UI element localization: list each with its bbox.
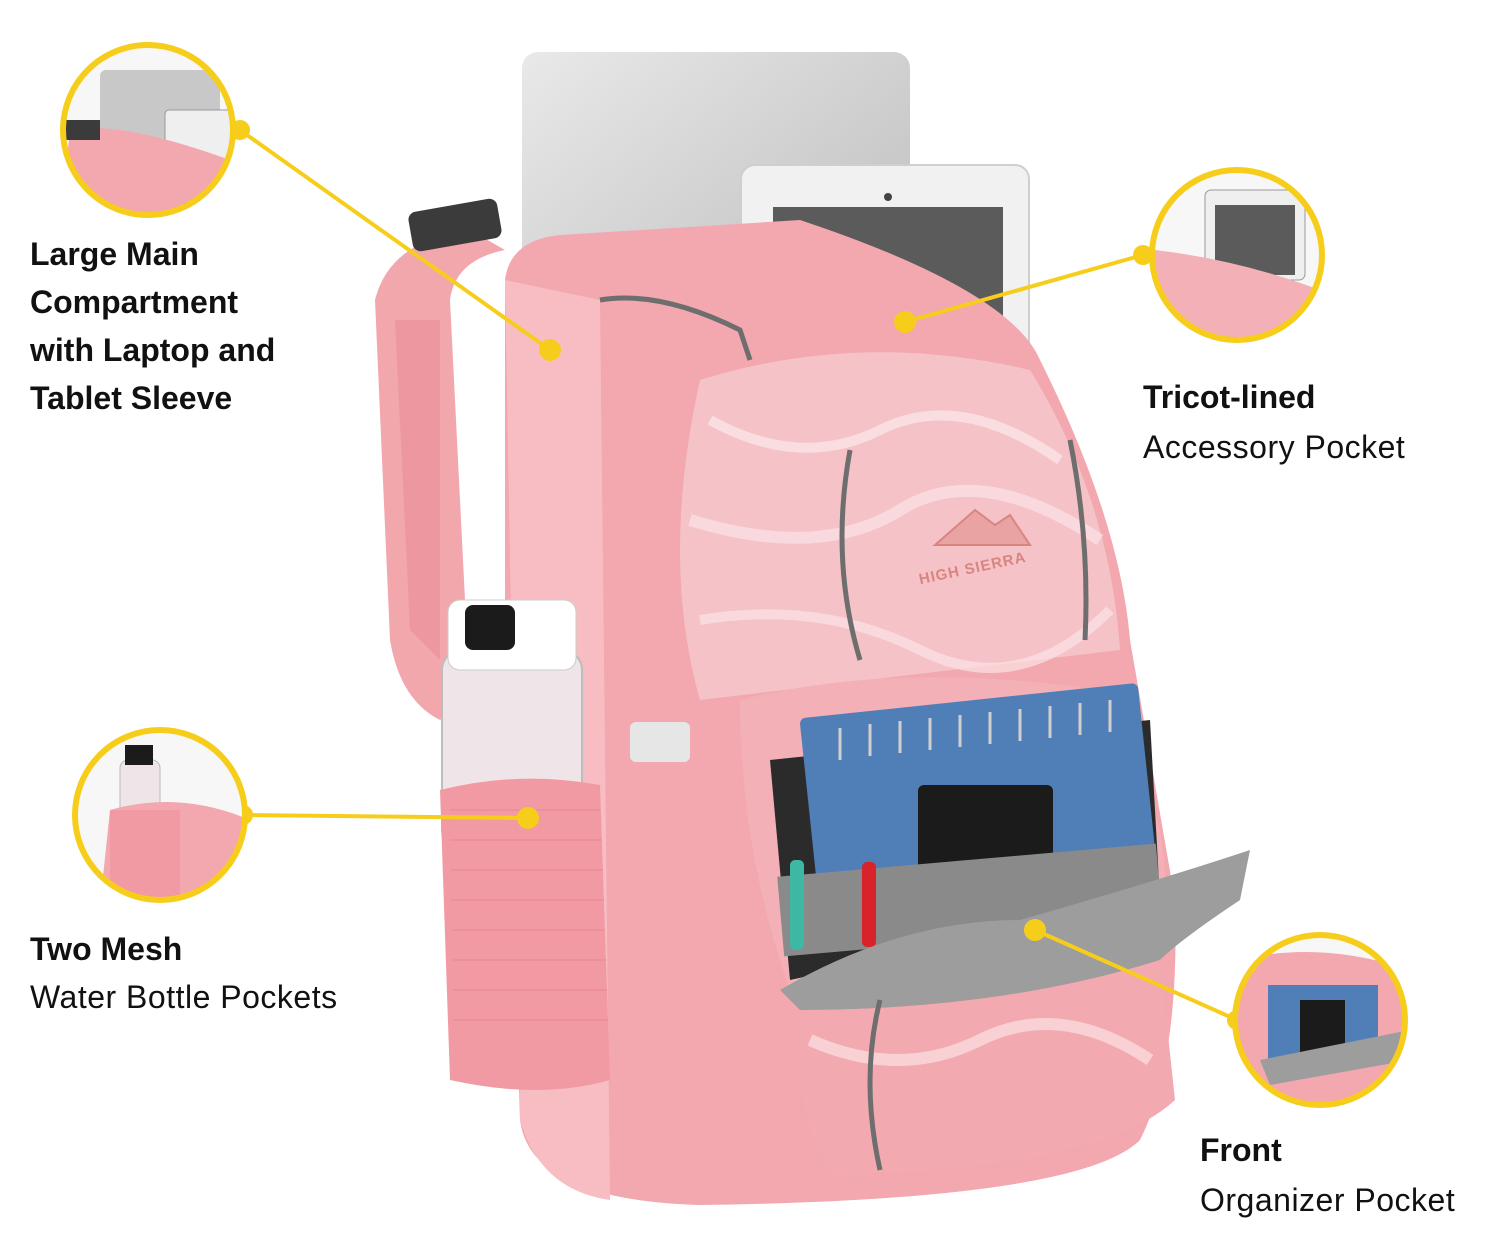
callout-dot-tricot bbox=[894, 311, 916, 333]
callout-dot-mesh bbox=[517, 807, 539, 829]
feature-title: Tricot-lined bbox=[1143, 379, 1316, 415]
feature-title-line: Tablet Sleeve bbox=[30, 380, 233, 416]
feature-label-tricot: Tricot-lined Accessory Pocket bbox=[1143, 372, 1405, 472]
feature-title-line: with Laptop and bbox=[30, 332, 276, 368]
zoom-circle-main bbox=[60, 42, 236, 218]
feature-subtitle: Organizer Pocket bbox=[1200, 1182, 1456, 1218]
feature-label-main: Large Main Compartment with Laptop and T… bbox=[30, 230, 340, 422]
feature-subtitle: Accessory Pocket bbox=[1143, 429, 1406, 465]
zoom-circle-front bbox=[1232, 932, 1408, 1108]
zoom-circle-mesh bbox=[72, 727, 248, 903]
feature-title: Two Mesh bbox=[30, 931, 183, 967]
mesh-pocket bbox=[440, 778, 610, 1090]
callout-lines bbox=[238, 128, 1238, 1022]
brand-logo bbox=[932, 508, 1032, 546]
zoom-circle-tricot bbox=[1149, 167, 1325, 343]
feature-title-line: Compartment bbox=[30, 284, 239, 320]
feature-subtitle: Water Bottle Pockets bbox=[30, 979, 338, 1015]
callout-dot-front bbox=[1024, 919, 1046, 941]
feature-label-mesh: Two Mesh Water Bottle Pockets bbox=[30, 925, 338, 1021]
feature-title: Front bbox=[1200, 1132, 1282, 1168]
callout-dot-main bbox=[539, 339, 561, 361]
feature-title-line: Large Main bbox=[30, 236, 199, 272]
feature-label-front: Front Organizer Pocket bbox=[1200, 1125, 1455, 1225]
